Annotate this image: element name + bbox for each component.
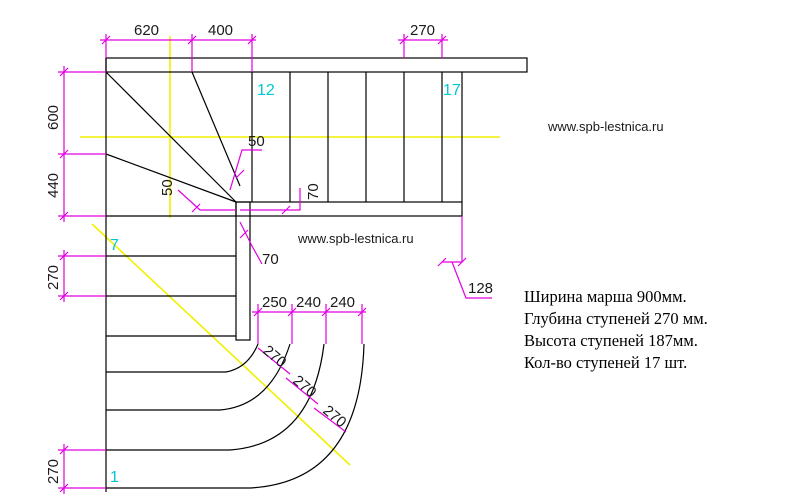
dim-label-50-upper: 50 <box>248 133 265 150</box>
dim-label-50-left: 50 <box>159 179 176 196</box>
dim-label-left-270-lower: 270 <box>45 459 62 484</box>
tick-top-252 <box>247 35 257 45</box>
axis-diagonal <box>91 223 351 466</box>
winder-line-b <box>191 71 241 187</box>
tick-left-450 <box>59 445 69 455</box>
tick-left-154 <box>59 149 69 159</box>
dim-label-top-400: 400 <box>208 22 233 39</box>
dim-label-top-620: 620 <box>134 22 159 39</box>
tick-left-72 <box>59 67 69 77</box>
note-step-count: Кол-во ступеней 17 шт. <box>524 353 688 372</box>
dim-label-128: 128 <box>468 280 493 297</box>
dim-label-arc-270-a: 270 <box>259 342 289 371</box>
tick-128-b <box>457 257 467 267</box>
dim-arc-270-c <box>313 407 347 433</box>
note-riser-height: Высота ступеней 187мм. <box>524 331 698 350</box>
tick-left-488 <box>59 483 69 493</box>
step-number-1: 1 <box>110 469 119 486</box>
website-middle: www.spb-lestnica.ru <box>298 231 414 246</box>
dim-label-left-440: 440 <box>45 173 62 198</box>
curved-tread-4 <box>106 343 365 489</box>
winder-line-a <box>105 71 237 203</box>
dim-label-70-right: 70 <box>305 183 322 200</box>
dim-label-arc-270-c: 270 <box>319 402 349 431</box>
dim-70-lower <box>239 221 263 265</box>
dim-label-arc-270-b: 270 <box>289 372 319 401</box>
dim-128-lead <box>451 261 492 299</box>
dim-arc-270-a <box>257 347 291 375</box>
dim-50-upper <box>229 149 262 191</box>
tick-winder-362 <box>357 307 367 317</box>
tick-70-lower <box>239 229 249 239</box>
tick-left-256 <box>59 251 69 261</box>
tick-128-a <box>437 257 447 267</box>
tick-top-442 <box>437 35 447 45</box>
lower-flight-stringer <box>235 201 251 341</box>
note-flight-width: Ширина марша 900мм. <box>524 287 687 306</box>
step-number-7: 7 <box>110 237 119 254</box>
note-tread-depth: Глубина ступеней 270 мм. <box>524 309 708 328</box>
dim-label-70-lower: 70 <box>262 251 279 268</box>
tick-left-216 <box>59 211 69 221</box>
tick-top-106 <box>101 35 111 45</box>
top-wall <box>105 57 528 73</box>
tick-winder-292 <box>287 307 297 317</box>
dim-label-top-270: 270 <box>410 22 435 39</box>
step-number-17: 17 <box>443 82 461 99</box>
curved-tread-3 <box>106 343 325 451</box>
tick-winder-258 <box>253 307 263 317</box>
dim-label-winder-250: 250 <box>262 294 287 311</box>
website-top: www.spb-lestnica.ru <box>548 119 664 134</box>
tick-70-right <box>281 205 291 215</box>
tick-50-left <box>191 203 201 213</box>
curved-tread-1 <box>106 343 259 373</box>
dim-label-winder-240-b: 240 <box>330 294 355 311</box>
dim-50-left <box>177 189 236 211</box>
curved-tread-2 <box>106 343 291 411</box>
tick-left-296 <box>59 291 69 301</box>
stair-specifications: Ширина марша 900мм. Глубина ступеней 270… <box>524 286 708 374</box>
winder-line-c <box>105 153 237 203</box>
dim-label-left-600: 600 <box>45 105 62 130</box>
dim-label-left-270-upper: 270 <box>45 265 62 290</box>
tick-winder-326 <box>321 307 331 317</box>
dim-70-right <box>240 188 301 211</box>
tick-top-404 <box>399 35 409 45</box>
staircase-outline <box>105 57 528 492</box>
dimension-lines <box>58 34 492 494</box>
tick-50-upper <box>235 169 245 179</box>
dim-label-winder-240-a: 240 <box>296 294 321 311</box>
upper-flight-stringer <box>235 201 463 217</box>
step-number-12: 12 <box>257 82 275 99</box>
dim-arc-270-b <box>285 377 319 405</box>
tick-top-192 <box>187 35 197 45</box>
